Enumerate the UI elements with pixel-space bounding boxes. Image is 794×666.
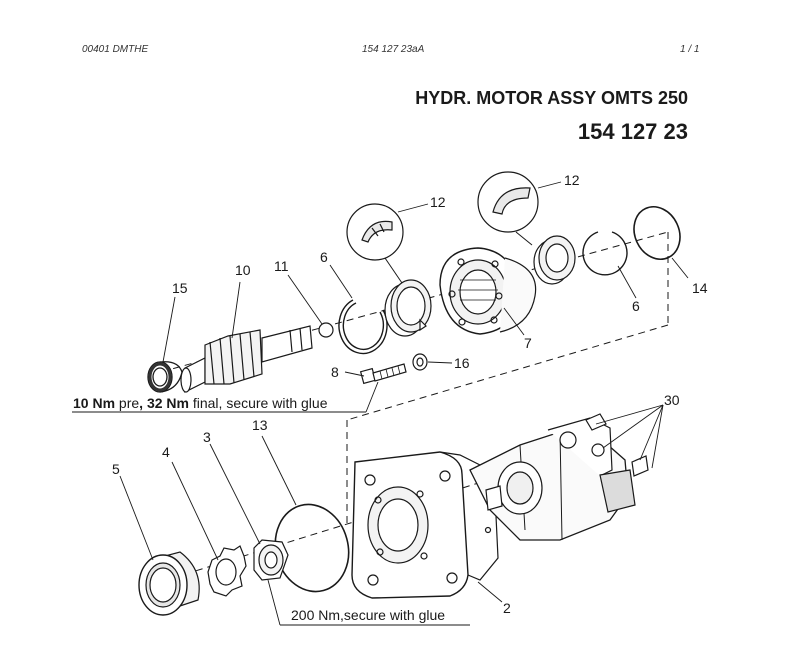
torque-text-pre: pre [115, 395, 139, 411]
callout-14: 14 [692, 280, 708, 296]
callout-11: 11 [274, 258, 289, 274]
callout-12-right: 12 [564, 172, 580, 188]
torque-note-top: 10 Nm pre, 32 Nm final, secure with glue [73, 395, 328, 411]
callout-15: 15 [172, 280, 188, 296]
part-number: 154 127 23 [577, 119, 688, 144]
callout-3: 3 [203, 429, 211, 445]
part-4-lock-washer [207, 545, 247, 597]
callout-10: 10 [235, 262, 251, 278]
part-11-ball [318, 322, 334, 338]
part-2-flange-housing [351, 451, 499, 599]
callout-13: 13 [252, 417, 268, 433]
callout-5: 5 [112, 461, 120, 477]
torque-value-final: 32 Nm [147, 395, 189, 411]
part-3-nut [253, 539, 289, 581]
torque-text-final: final, secure with glue [189, 395, 328, 411]
callout-8: 8 [331, 364, 339, 380]
part-12-detail-left [346, 203, 404, 284]
part-12-detail-right [477, 171, 539, 246]
callout-12-left: 12 [430, 194, 446, 210]
leader-lines [119, 181, 689, 603]
callout-6-left: 6 [320, 249, 328, 265]
part-7-bearing-housing [439, 247, 537, 335]
page-title: HYDR. MOTOR ASSY OMTS 250 [415, 88, 688, 108]
callout-30: 30 [664, 392, 680, 408]
callout-16: 16 [454, 355, 470, 371]
part-6-circlip-left [338, 299, 388, 355]
torque-separator: , [139, 395, 147, 411]
note-leaders [72, 381, 470, 626]
callout-labels: 15 10 11 6 12 12 14 6 7 8 16 30 13 3 4 5… [112, 172, 708, 616]
torque-value-pre: 10 Nm [73, 395, 115, 411]
callout-2: 2 [503, 600, 511, 616]
part-6-circlip-right [582, 231, 628, 276]
part-12-bush-right [533, 235, 576, 285]
part-16-washer [412, 353, 428, 371]
callout-7: 7 [524, 335, 532, 351]
part-14-o-ring [633, 206, 681, 260]
part-5-needle-bearing [138, 551, 200, 616]
torque-note-bottom: 200 Nm,secure with glue [291, 607, 445, 623]
part-8-screw [359, 363, 407, 385]
callout-6-right: 6 [632, 298, 640, 314]
part-10-drive-shaft [180, 325, 313, 393]
header-doc-code: 00401 DMTHE [82, 44, 149, 55]
header-page-number: 1 / 1 [680, 44, 700, 55]
hydraulic-motor-body [469, 413, 649, 541]
part-15-seal [147, 361, 183, 393]
callout-4: 4 [162, 444, 170, 460]
part-12-bush-left [384, 279, 432, 337]
header-drawing-number: 154 127 23aA [362, 44, 425, 55]
